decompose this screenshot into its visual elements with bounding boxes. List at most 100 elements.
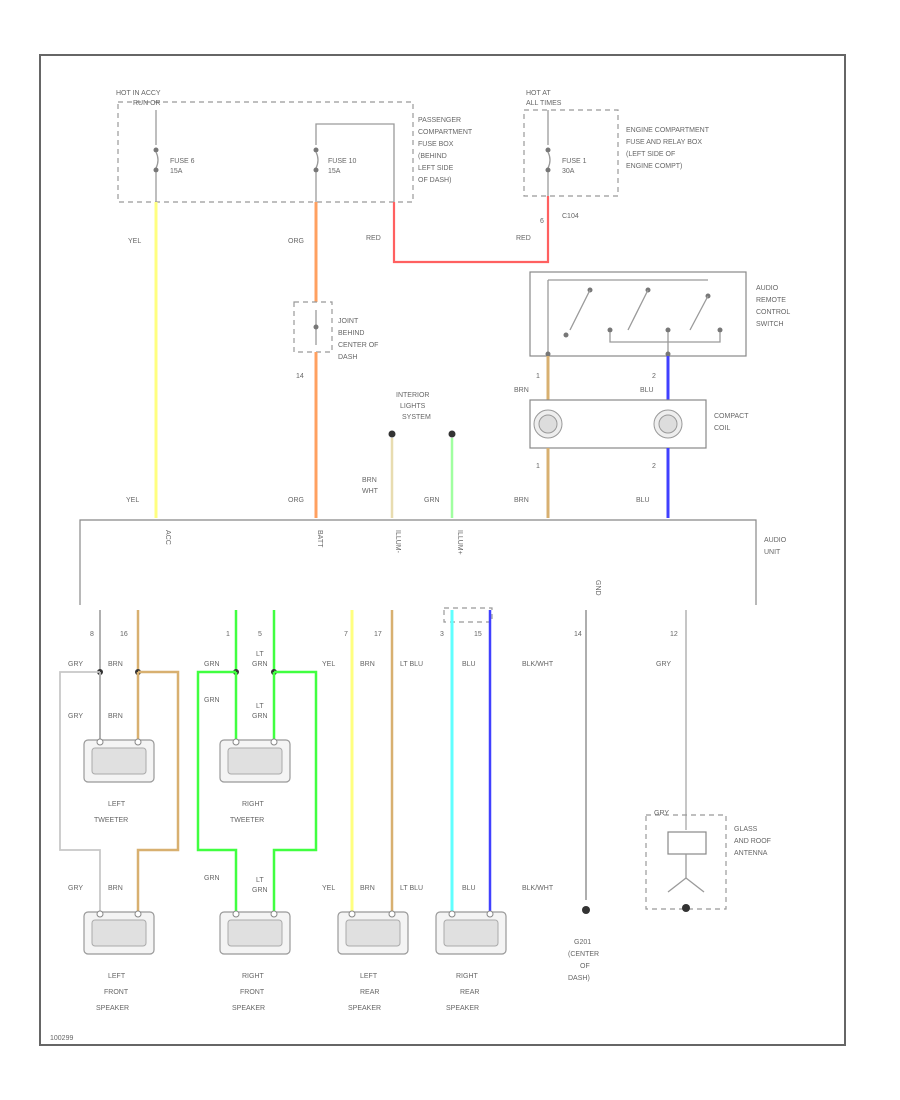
label-brn-lt: BRN — [108, 713, 123, 720]
fuse-6-label: FUSE 6 — [170, 158, 195, 165]
engine-fuse-box — [523, 109, 619, 197]
label-brn-wht-1: BRN — [362, 477, 377, 484]
hot-at-all-label: HOT AT — [526, 90, 551, 97]
label-lt-grn-rf-2b: GRN — [252, 887, 268, 894]
right-tweeter-label-1: RIGHT — [242, 801, 265, 808]
audio-unit-label-2: UNIT — [764, 549, 781, 556]
interior-lights-1: INTERIOR — [396, 392, 429, 399]
lr-speaker-label-3: SPEAKER — [348, 1005, 381, 1012]
wire-red — [392, 196, 550, 264]
passenger-fuse-box — [117, 101, 414, 203]
label-blu-rr-2: BLU — [462, 885, 476, 892]
label-lt-blu-rr-2: LT BLU — [400, 885, 423, 892]
interior-lights-terminal-left — [388, 430, 396, 438]
antenna-element — [667, 831, 707, 855]
engine-fuse-box-line4: ENGINE COMPT) — [626, 163, 682, 170]
audio-remote-2: REMOTE — [756, 297, 786, 304]
joint-label-4: DASH — [338, 354, 357, 361]
label-brn-lr-2: BRN — [360, 885, 375, 892]
label-yel-unit: YEL — [126, 497, 139, 504]
interior-lights-terminal-right — [448, 430, 456, 438]
antenna-label-2: AND ROOF — [734, 838, 771, 845]
pin-15: 15 — [474, 631, 482, 638]
unit-pin-batt: BATT — [316, 530, 323, 548]
pin-2-top: 2 — [652, 373, 656, 380]
diagram-frame — [39, 54, 846, 1046]
pin-2-bottom: 2 — [652, 463, 656, 470]
rr-speaker-label-2: REAR — [460, 989, 479, 996]
unit-pin-illum-neg: ILLUM- — [394, 530, 401, 554]
compact-coil-box — [529, 399, 707, 449]
label-yel-lr-1: YEL — [322, 661, 335, 668]
fuse-10: FUSE 10 15A — [313, 123, 395, 202]
label-brn-lf-2: BRN — [108, 885, 123, 892]
fuse-1-rating: 30A — [562, 168, 575, 175]
pin-16: 16 — [120, 631, 128, 638]
pass-fuse-box-line6: OF DASH) — [418, 177, 451, 184]
ground-label-1: G201 — [574, 939, 591, 946]
connector-c104: C104 — [562, 213, 579, 220]
fuse-1: FUSE 1 30A — [545, 110, 587, 196]
label-blu-coil-top: BLU — [640, 387, 654, 394]
pin-14-gnd: 14 — [574, 631, 582, 638]
pin-17: 17 — [374, 631, 382, 638]
label-gry-antenna-2: GRY — [654, 810, 669, 817]
pin-1-rf: 1 — [226, 631, 230, 638]
rf-speaker-label-2: FRONT — [240, 989, 265, 996]
left-front-speaker — [83, 910, 155, 955]
audio-remote-4: SWITCH — [756, 321, 784, 328]
right-tweeter — [219, 738, 291, 783]
audio-remote-box — [529, 271, 747, 357]
label-brn-lr-1: BRN — [360, 661, 375, 668]
pin-12: 12 — [670, 631, 678, 638]
compact-coil-label-1: COMPACT — [714, 413, 749, 420]
right-rear-connector-dash — [443, 607, 493, 623]
label-brn-coil-top: BRN — [514, 387, 529, 394]
interior-lights-2: LIGHTS — [400, 403, 426, 410]
pin-8: 8 — [90, 631, 94, 638]
pin-7: 7 — [344, 631, 348, 638]
right-tweeter-label-2: TWEETER — [230, 817, 264, 824]
lf-speaker-label-1: LEFT — [108, 973, 126, 980]
label-brn-wht-2: WHT — [362, 488, 379, 495]
pin-1-bottom: 1 — [536, 463, 540, 470]
lf-speaker-label-2: FRONT — [104, 989, 129, 996]
left-tweeter-label-2: TWEETER — [94, 817, 128, 824]
rf-speaker-label-1: RIGHT — [242, 973, 265, 980]
label-grn-rt: GRN — [204, 697, 220, 704]
hot-acc-label: HOT IN ACCY — [116, 90, 161, 97]
label-grn-illum: GRN — [424, 497, 440, 504]
fuse-6: FUSE 6 15A — [153, 110, 195, 202]
pin-1-top: 1 — [536, 373, 540, 380]
ground-point — [582, 906, 590, 914]
pass-fuse-box-line2: COMPARTMENT — [418, 129, 473, 136]
label-blu-rr-1: BLU — [462, 661, 476, 668]
compact-coil-right — [653, 409, 683, 439]
label-red-left: RED — [366, 235, 381, 242]
audio-remote-switches — [547, 279, 723, 356]
lf-speaker-label-3: SPEAKER — [96, 1005, 129, 1012]
pass-fuse-box-line4: (BEHIND — [418, 153, 447, 160]
joint-pin-14: 14 — [296, 373, 304, 380]
label-grn-rf-2: GRN — [204, 875, 220, 882]
pass-fuse-box-line5: LEFT SIDE — [418, 165, 454, 172]
audio-unit-box — [79, 519, 757, 605]
label-gry-antenna-1: GRY — [656, 661, 671, 668]
label-gry-lt: GRY — [68, 713, 83, 720]
joint-label-2: BEHIND — [338, 330, 364, 337]
label-org-unit: ORG — [288, 497, 304, 504]
fuse-10-rating: 15A — [328, 168, 341, 175]
label-blk-wht-1: BLK/WHT — [522, 661, 554, 668]
rr-speaker-label-3: SPEAKER — [446, 1005, 479, 1012]
antenna-label-1: GLASS — [734, 826, 758, 833]
lr-speaker-label-2: REAR — [360, 989, 379, 996]
joint-pin-6: 6 — [540, 218, 544, 225]
unit-pin-gnd: GND — [594, 580, 601, 596]
left-tweeter — [83, 738, 155, 783]
label-brn-unit: BRN — [514, 497, 529, 504]
interior-lights-3: SYSTEM — [402, 414, 431, 421]
ground-label-2: (CENTER — [568, 951, 599, 958]
left-rear-speaker — [337, 910, 409, 955]
label-lt-grn-rt-b: GRN — [252, 713, 268, 720]
left-front-wiring — [59, 610, 180, 912]
